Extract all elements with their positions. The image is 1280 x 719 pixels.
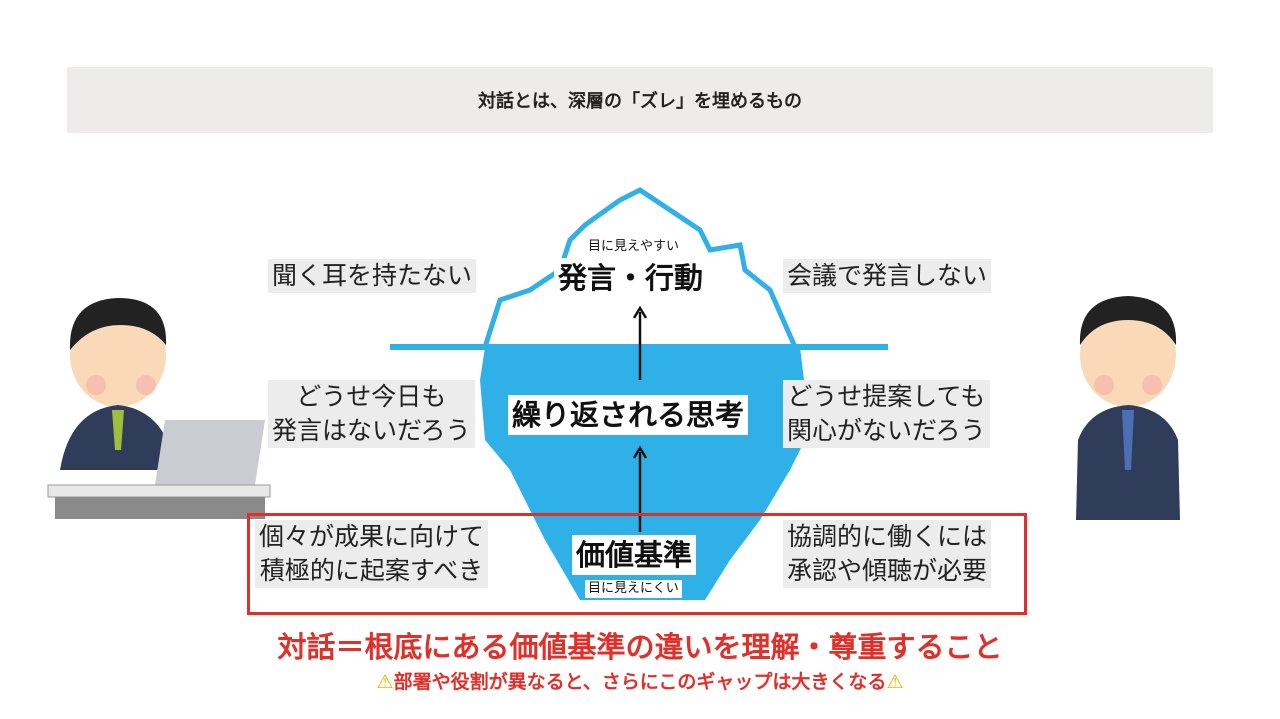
left-value-line: 積極的に起案すべき xyxy=(259,556,484,585)
right-value-line: 協調的に働くには xyxy=(787,522,988,551)
left-value: 個々が成果に向けて 積極的に起案すべき xyxy=(255,520,489,588)
repeated-thinking-label: 繰り返される思考 xyxy=(508,395,749,435)
person-right-illustration xyxy=(1076,296,1180,520)
right-thought-line: どうせ提案しても xyxy=(787,382,986,411)
right-behavior: 会議で発言しない xyxy=(783,259,992,293)
slide-title: 対話とは、深層の「ズレ」を埋めるもの xyxy=(67,67,1213,133)
speech-action-label: 発言・行動 xyxy=(554,258,708,298)
right-thought-line: 関心がないだろう xyxy=(787,416,986,445)
warning-icon: ⚠ xyxy=(886,671,904,693)
person-left-illustration xyxy=(47,298,271,519)
conclusion-text: 対話＝根底にある価値基準の違いを理解・尊重すること xyxy=(277,630,1003,664)
warning-icon: ⚠ xyxy=(376,671,394,693)
value-highlight-frame xyxy=(247,513,1027,615)
value-criteria-label: 価値基準 xyxy=(572,535,697,575)
left-thought: どうせ今日も 発言はないだろう xyxy=(268,380,475,448)
visible-hard-label: 目に見えにくい xyxy=(585,580,682,598)
left-behavior: 聞く耳を持たない xyxy=(268,259,477,293)
right-value: 協調的に働くには 承認や傾聴が必要 xyxy=(783,520,992,588)
right-value-line: 承認や傾聴が必要 xyxy=(787,556,988,585)
note-text: 部署や役割が異なると、さらにこのギャップは大きくなる xyxy=(393,671,887,693)
right-thought: どうせ提案しても 関心がないだろう xyxy=(783,380,990,448)
visible-easy-label: 目に見えやすい xyxy=(585,238,683,256)
left-thought-line: どうせ今日も xyxy=(296,382,447,411)
iceberg-tip-outline xyxy=(482,187,798,349)
left-thought-line: 発言はないだろう xyxy=(272,416,471,445)
left-value-line: 個々が成果に向けて xyxy=(259,522,485,551)
note-line: ⚠部署や役割が異なると、さらにこのギャップは大きくなる⚠ xyxy=(0,667,1280,694)
